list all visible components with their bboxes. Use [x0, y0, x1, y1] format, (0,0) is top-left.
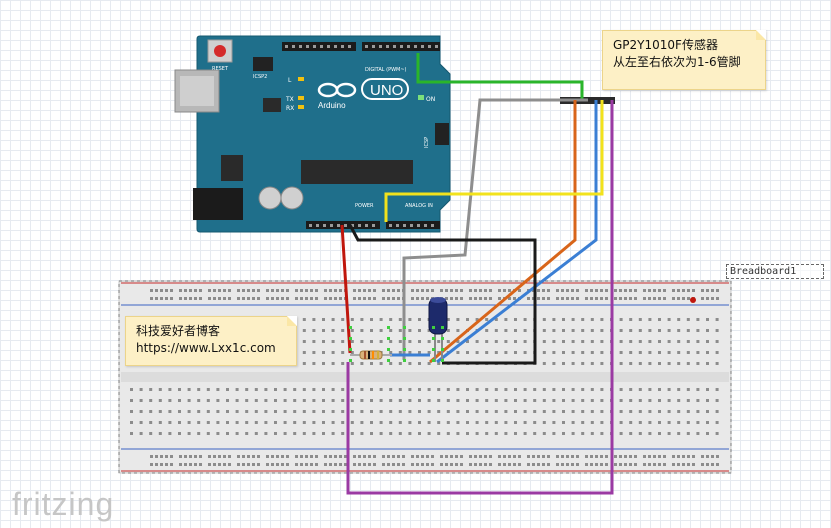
board-capacitor-2: [280, 186, 304, 210]
connected-hole-markers: [349, 326, 444, 362]
blog-note-title: 科技爱好者博客: [136, 324, 221, 338]
breadboard-selection-outline: [118, 280, 732, 474]
reset-label: RESET: [212, 66, 229, 72]
led-rx-label: RX: [286, 105, 294, 112]
wire-yellow[interactable]: [384, 100, 604, 222]
board-name: UNO: [370, 82, 403, 99]
wire-orange[interactable]: [429, 100, 577, 364]
icsp-label: ICSP: [424, 137, 430, 148]
wire-purple[interactable]: [346, 100, 614, 495]
blog-note-url: https://www.Lxx1c.com: [136, 341, 276, 355]
header-pins: [285, 45, 438, 227]
led-l: [298, 77, 304, 81]
sensor-note-pins: 从左至右依次为1-6管脚: [613, 55, 741, 69]
rail-marker: [690, 297, 696, 303]
resistor[interactable]: [350, 350, 392, 360]
sensor-note: GP2Y1010F传感器 从左至右依次为1-6管脚: [602, 30, 766, 90]
breadboard[interactable]: [118, 280, 732, 474]
sensor-note-title: GP2Y1010F传感器: [613, 38, 718, 52]
brand-name: Arduino: [318, 101, 346, 110]
wire-green[interactable]: [416, 53, 584, 100]
wires: [340, 53, 614, 495]
usb-chip: [263, 98, 281, 112]
breadboard-label: Breadboard1: [726, 264, 824, 279]
arduino-uno-board[interactable]: RESET ICSP2 DIGITAL (PWM~) UNO Arduino L…: [174, 35, 451, 233]
led-tx: [298, 96, 304, 100]
reset-button-cap[interactable]: [214, 45, 226, 57]
arduino-logo: [317, 82, 357, 98]
digital-header-left[interactable]: [282, 42, 356, 51]
board-capacitor-1: [258, 186, 282, 210]
led-tx-label: TX: [285, 96, 294, 103]
blog-note: 科技爱好者博客 https://www.Lxx1c.com: [125, 316, 297, 366]
analog-label: ANALOG IN: [405, 203, 433, 209]
led-on: [418, 95, 424, 100]
led-rx: [298, 105, 304, 109]
icsp2-header: [253, 57, 273, 71]
power-jack: [193, 188, 243, 220]
wire-gray[interactable]: [402, 98, 588, 360]
wire-red[interactable]: [340, 224, 352, 354]
breadboard-center-channel: [121, 372, 729, 382]
wire-black[interactable]: [348, 224, 537, 365]
fritzing-watermark: fritzing: [12, 486, 115, 522]
digital-label: DIGITAL (PWM~): [365, 67, 407, 73]
led-l-label: L: [288, 77, 292, 84]
usb-port-inner: [180, 76, 214, 106]
on-label: ON: [426, 96, 435, 103]
power-label: POWER: [355, 203, 374, 209]
voltage-regulator: [221, 155, 243, 181]
wire-blue-sensor[interactable]: [436, 100, 598, 364]
uno-badge: [361, 78, 409, 100]
atmega-chip: [301, 160, 413, 184]
icsp2-label: ICSP2: [253, 74, 267, 80]
icsp-header: [435, 123, 449, 145]
